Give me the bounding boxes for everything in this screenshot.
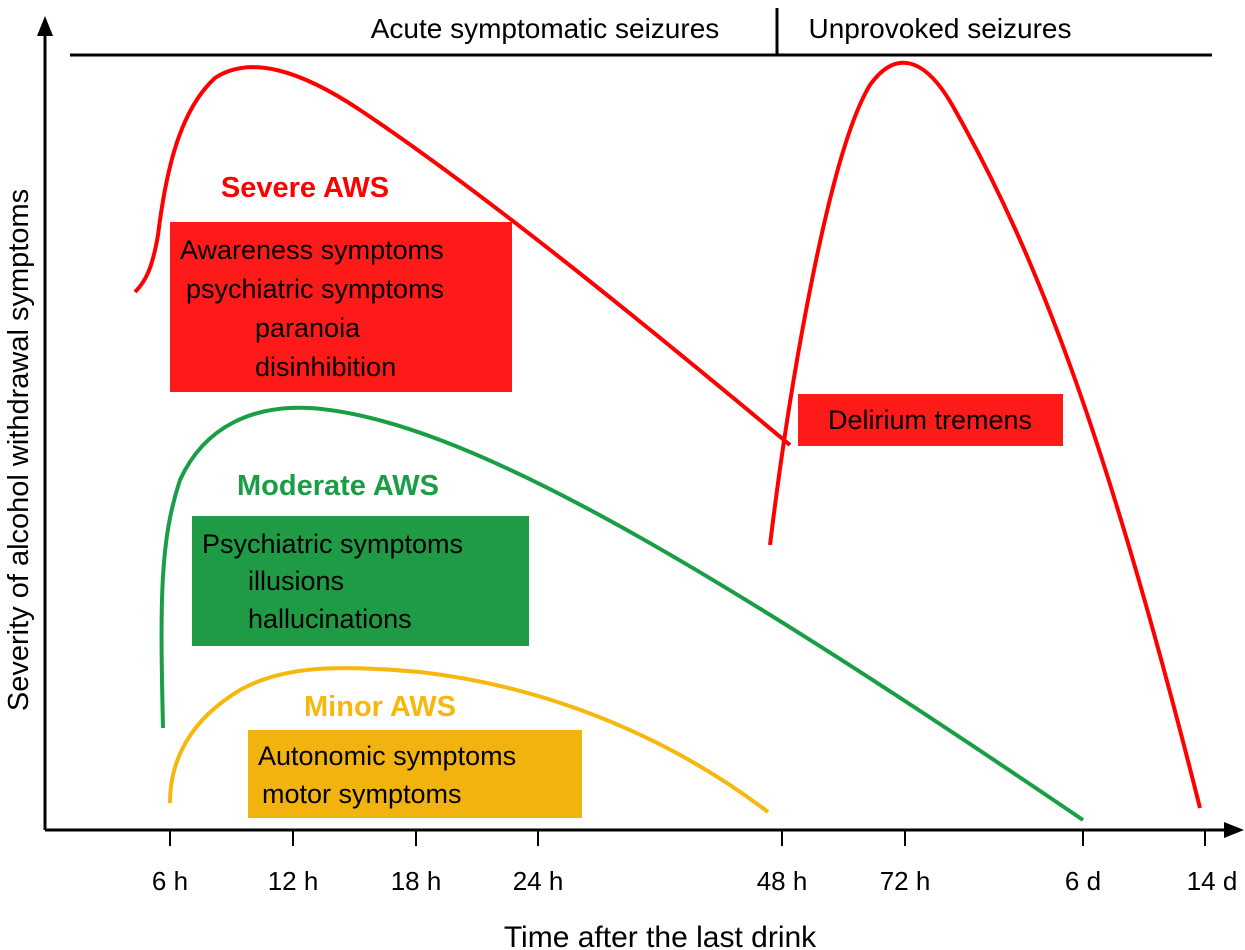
moderate-symptoms-box bbox=[192, 516, 529, 646]
delirium-tremens-box bbox=[798, 394, 1063, 446]
severe-line-4: disinhibition bbox=[255, 352, 396, 382]
tick-label-24h: 24 h bbox=[513, 866, 564, 896]
delirium-tremens-label: Delirium tremens bbox=[828, 405, 1032, 435]
moderate-aws-curve bbox=[159, 405, 1085, 822]
delirium-tremens-curve bbox=[768, 60, 1202, 809]
x-axis-title: Time after the last drink bbox=[504, 921, 817, 950]
severe-aws-title: Severe AWS bbox=[221, 172, 389, 204]
severe-line-2: psychiatric symptoms bbox=[186, 274, 444, 304]
tick-label-18h: 18 h bbox=[391, 866, 442, 896]
severe-symptoms-text: Awareness symptoms psychiatric symptoms … bbox=[180, 235, 444, 382]
severe-symptoms-box bbox=[170, 222, 512, 392]
x-tick-labels: 6 h 12 h 18 h 24 h 48 h 72 h 6 d 14 d bbox=[152, 866, 1237, 896]
phase-label-unprovoked: Unprovoked seizures bbox=[808, 13, 1071, 44]
tick-label-48h: 48 h bbox=[757, 866, 808, 896]
minor-line-1: Autonomic symptoms bbox=[258, 741, 516, 771]
tick-label-14d: 14 d bbox=[1187, 866, 1238, 896]
moderate-aws-title: Moderate AWS bbox=[237, 470, 439, 502]
tick-label-72h: 72 h bbox=[880, 866, 931, 896]
tick-label-6d: 6 d bbox=[1065, 866, 1101, 896]
moderate-line-2: illusions bbox=[248, 566, 344, 596]
severe-aws-curve bbox=[133, 65, 792, 447]
moderate-line-1: Psychiatric symptoms bbox=[202, 529, 463, 559]
moderate-line-3: hallucinations bbox=[248, 604, 412, 634]
tick-label-12h: 12 h bbox=[268, 866, 319, 896]
severe-line-1: Awareness symptoms bbox=[180, 235, 444, 265]
minor-aws-curve bbox=[168, 665, 770, 814]
minor-aws-title: Minor AWS bbox=[304, 691, 456, 723]
severe-line-3: paranoia bbox=[255, 313, 361, 343]
phase-label-acute: Acute symptomatic seizures bbox=[371, 13, 720, 44]
minor-symptoms-box bbox=[248, 730, 582, 818]
x-axis-arrow-icon bbox=[1224, 822, 1244, 838]
x-ticks bbox=[169, 830, 1206, 846]
y-axis-arrow-icon bbox=[37, 16, 53, 36]
tick-label-6h: 6 h bbox=[152, 866, 188, 896]
moderate-symptoms-text: Psychiatric symptoms illusions hallucina… bbox=[202, 529, 463, 634]
y-axis-title: Severity of alcohol withdrawal symptoms bbox=[3, 189, 35, 711]
minor-symptoms-text: Autonomic symptoms motor symptoms bbox=[258, 741, 516, 809]
minor-line-2: motor symptoms bbox=[262, 779, 462, 809]
